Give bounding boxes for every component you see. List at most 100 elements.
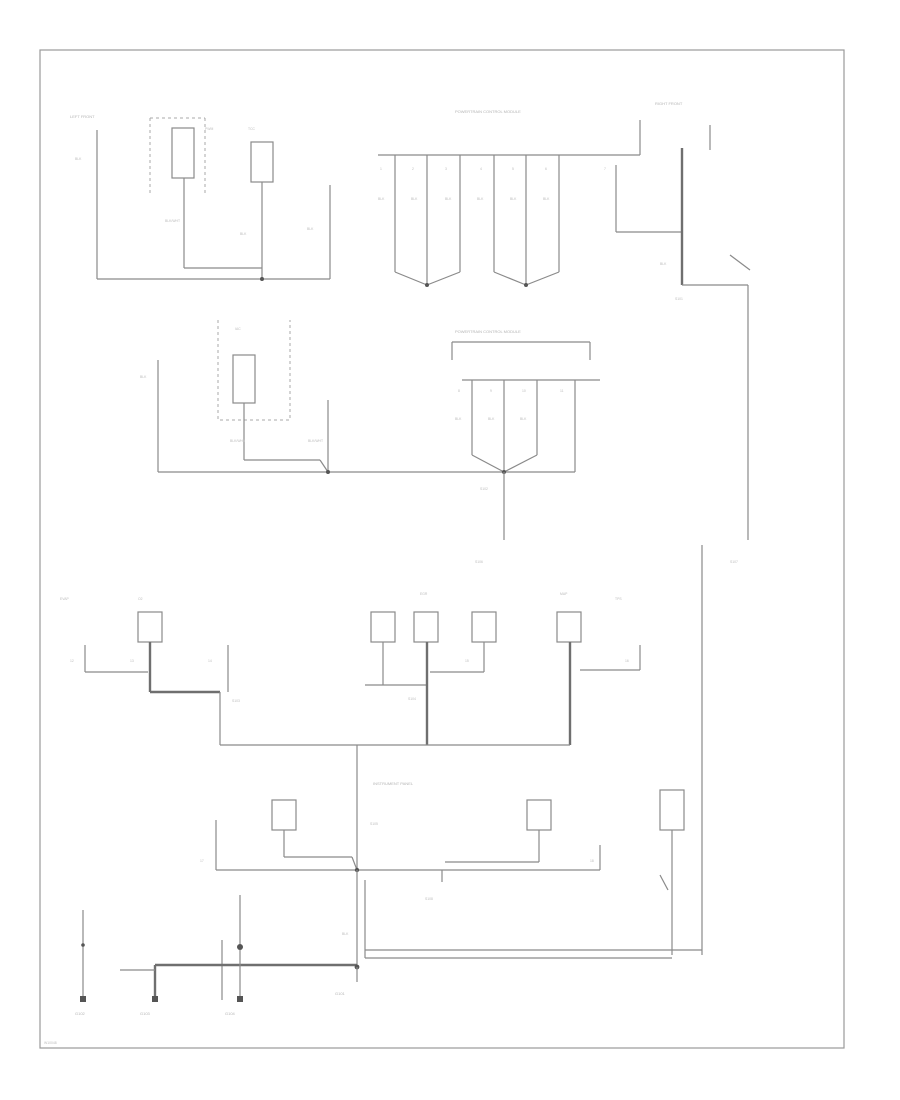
component-outline	[149, 117, 206, 195]
pin-number: 12	[70, 659, 74, 663]
splice-label: S105	[370, 822, 378, 826]
ground-label: G104	[225, 1011, 236, 1016]
pin-number: 5	[512, 167, 514, 171]
ground-terminal	[237, 996, 243, 1002]
circuit-label: O2	[138, 597, 143, 601]
ground-terminal	[80, 996, 86, 1002]
component-box	[413, 611, 439, 643]
wire	[351, 856, 358, 871]
wire	[426, 271, 461, 286]
component-label: POWERTRAIN CONTROL MODULE	[455, 109, 521, 114]
component-label: RIGHT FRONT	[655, 101, 683, 106]
wire	[394, 271, 428, 286]
wire	[729, 254, 751, 271]
pin-number: 3	[445, 167, 447, 171]
wire-color-label: BLK	[520, 417, 527, 421]
component-box	[171, 127, 195, 179]
wire	[503, 454, 538, 473]
splice-label: S104	[408, 697, 416, 701]
component-box	[250, 141, 274, 183]
pin-number: 14	[208, 659, 212, 663]
wire-color-label: BLK	[477, 197, 484, 201]
middle-upper-section	[157, 320, 703, 955]
pin-number: 4	[480, 167, 482, 171]
wire-color-label: BLK/WHT	[165, 219, 180, 223]
circuit-label: EVAP	[60, 597, 70, 601]
diagram-code: W10048	[44, 1041, 57, 1045]
splice-label: S102	[480, 487, 488, 491]
component-box	[370, 611, 396, 643]
pin-number: 7	[604, 167, 606, 171]
circuit-label: PWM	[205, 127, 213, 131]
component-outline	[217, 320, 291, 421]
wire-color-label: BLK	[240, 232, 247, 236]
ground-label: G103	[140, 1011, 151, 1016]
wire-color-label: BLK	[445, 197, 452, 201]
splice-label: S101	[675, 297, 683, 301]
component-box	[556, 611, 582, 643]
ground-terminal	[152, 996, 158, 1002]
wire-color-label: BLK	[660, 262, 667, 266]
wire	[659, 874, 669, 891]
wire-color-label: BLK	[510, 197, 517, 201]
top-section	[96, 117, 751, 540]
wire-color-label: BLK	[75, 157, 82, 161]
pin-number: 17	[200, 859, 204, 863]
component-box	[659, 789, 685, 831]
diagram-frame	[39, 49, 845, 1049]
component-label: LEFT FRONT	[70, 114, 95, 119]
splice-label: S106	[475, 560, 483, 564]
pin-number: 6	[545, 167, 547, 171]
component-box	[526, 799, 552, 831]
wire-color-label: BLK/WHT	[230, 439, 245, 443]
circuit-label: EGR	[420, 592, 428, 596]
wire-color-label: BLK	[543, 197, 550, 201]
splice-node	[524, 283, 528, 287]
component-box	[232, 354, 256, 404]
circuit-label: TCC	[248, 127, 256, 131]
pin-number: 9	[490, 389, 492, 393]
wire-color-label: BLK	[411, 197, 418, 201]
pin-number: 11	[560, 389, 564, 393]
splice-node	[81, 943, 85, 947]
wire-color-label: BLK	[342, 932, 349, 936]
pin-number: 13	[130, 659, 134, 663]
pin-number: 2	[412, 167, 414, 171]
ground-label: G101	[335, 991, 346, 996]
middle-lower-section	[84, 611, 641, 870]
splice-node	[237, 944, 243, 950]
wire	[525, 271, 560, 286]
wire-color-label: BLK/WHT	[308, 439, 323, 443]
component-label: INSTRUMENT PANEL	[373, 781, 414, 786]
wire	[493, 271, 527, 286]
circuit-label: TPS	[615, 597, 622, 601]
splice-node	[260, 277, 264, 281]
bottom-section	[80, 789, 702, 1002]
pin-number: 18	[590, 859, 594, 863]
wire	[471, 454, 505, 473]
circuit-label: MAP	[560, 592, 568, 596]
pin-number: 10	[522, 389, 526, 393]
wire-color-label: BLK	[307, 227, 314, 231]
component-box	[471, 611, 497, 643]
splice-label: S107	[730, 560, 738, 564]
pin-number: 16	[625, 659, 629, 663]
wire-color-label: BLK	[488, 417, 495, 421]
wire	[319, 459, 329, 473]
ground-label: G102	[75, 1011, 86, 1016]
component-label: POWERTRAIN CONTROL MODULE	[455, 329, 521, 334]
pin-number: 8	[458, 389, 460, 393]
pin-number: 15	[465, 659, 469, 663]
component-box	[271, 799, 297, 831]
splice-label: S103	[232, 699, 240, 703]
splice-label: S108	[425, 897, 433, 901]
wire-color-label: BLK	[140, 375, 147, 379]
diagram-labels: POWERTRAIN CONTROL MODULE POWERTRAIN CON…	[44, 101, 738, 1045]
splice-node	[326, 470, 330, 474]
component-box	[137, 611, 163, 643]
circuit-label: IAC	[235, 327, 241, 331]
splice-node	[425, 283, 429, 287]
wire-color-label: BLK	[378, 197, 385, 201]
wire-color-label: BLK	[455, 417, 462, 421]
